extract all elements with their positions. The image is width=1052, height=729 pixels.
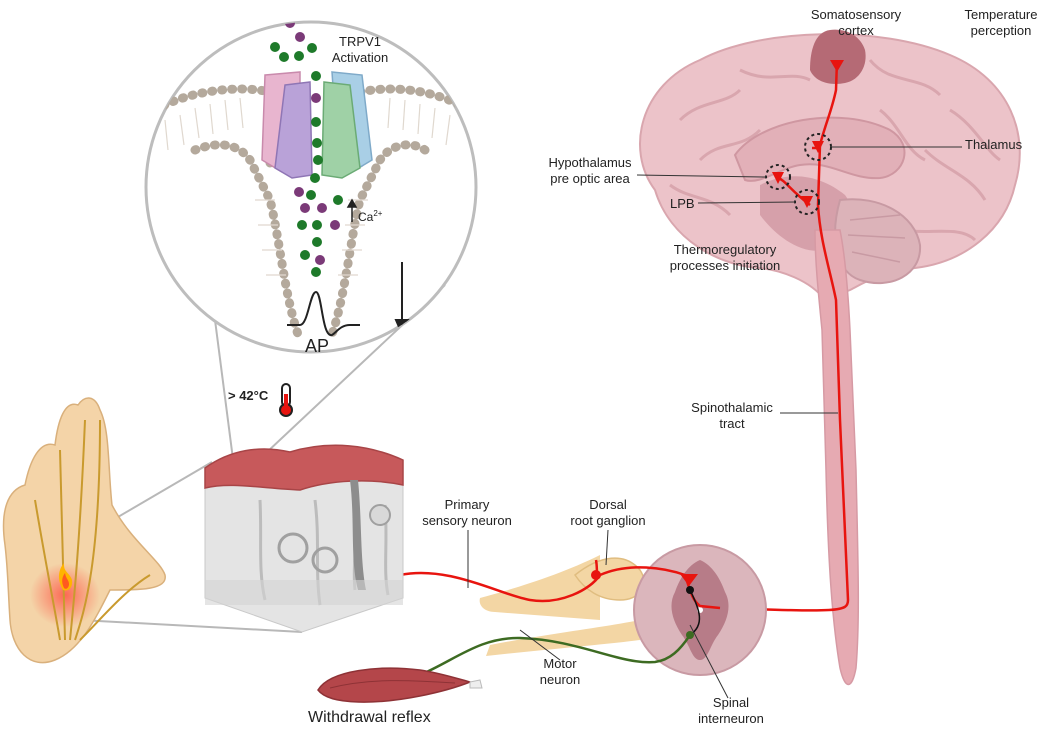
temp-threshold-label: > 42°C xyxy=(228,388,269,403)
dorsal-root xyxy=(479,555,600,620)
ca-label: Ca2+ xyxy=(358,209,383,224)
action-potential-trace xyxy=(287,290,360,336)
thalamus-circle xyxy=(804,133,832,161)
hypothalamus-terminal xyxy=(772,172,784,184)
thalamus-label: Thalamus xyxy=(965,137,1023,152)
epidermis xyxy=(204,444,404,491)
trpv1-channel xyxy=(261,71,373,179)
motor-cell-body xyxy=(686,631,694,639)
thalamus-terminal xyxy=(812,141,824,153)
hand xyxy=(2,397,166,664)
cord-synapse xyxy=(680,574,698,586)
lpb-terminal xyxy=(801,196,813,208)
ions xyxy=(270,22,343,277)
cortex-terminal xyxy=(830,60,844,72)
ca-increase-arrow xyxy=(346,198,358,222)
muscle xyxy=(317,667,483,703)
lpb-label: LPB xyxy=(670,196,695,211)
somatosensory-cortex-region xyxy=(810,29,866,84)
ap-label: AP xyxy=(305,336,330,356)
thermometer-icon xyxy=(279,383,293,417)
spinal-cross-section xyxy=(479,544,767,676)
withdrawal-reflex-label: Withdrawal reflex xyxy=(308,709,431,726)
drg-cell-body xyxy=(591,570,601,580)
motor-pathway xyxy=(399,634,692,680)
zoom-circle xyxy=(144,20,478,354)
brain-leader-lines xyxy=(636,146,962,414)
synapse-markers xyxy=(772,60,844,208)
skin-block xyxy=(204,444,404,633)
